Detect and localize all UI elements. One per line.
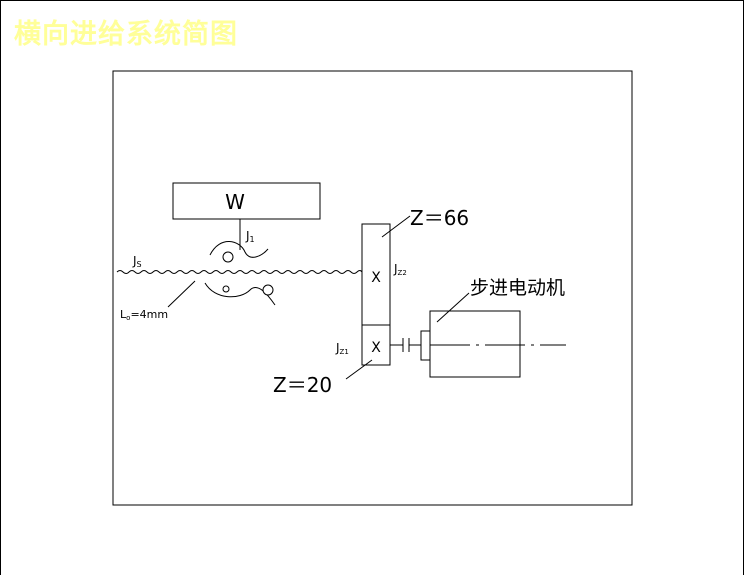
leadscrew-thread — [116, 270, 365, 274]
gear-small-label: Z＝20 — [273, 373, 332, 397]
j1-label: J1 — [245, 229, 255, 244]
nut-lower-curve — [204, 282, 276, 306]
motor-label: 步进电动机 — [470, 277, 565, 299]
lead-leader-line — [167, 280, 196, 308]
lead-label: Lo=4mm — [120, 308, 168, 322]
nut-upper-ball — [222, 251, 234, 263]
worktable-label: W — [225, 190, 245, 214]
motor-flange — [420, 330, 431, 361]
motor-leader — [436, 292, 470, 323]
motor-body — [429, 310, 521, 378]
slide-title: 横向进给系统简图 — [14, 19, 238, 50]
gear-small-z20 — [361, 324, 391, 366]
gear-big-mark: X — [371, 270, 381, 286]
nut-upper-curve — [209, 241, 269, 258]
jz2-label: JZ2 — [393, 262, 407, 277]
gear-small-leader — [345, 359, 373, 380]
diagram-frame — [112, 70, 633, 506]
worktable-box — [172, 182, 321, 220]
nut-lower-ball-left — [222, 285, 230, 293]
nut-lower-ball-right — [262, 284, 274, 296]
js-label: JS — [132, 254, 142, 269]
gear-big-leader — [381, 215, 411, 238]
gear-big-label: Z＝66 — [410, 206, 469, 230]
jz1-label: JZ1 — [335, 341, 349, 356]
gear-small-mark: X — [371, 340, 381, 356]
gear-big-z66 — [361, 223, 391, 326]
